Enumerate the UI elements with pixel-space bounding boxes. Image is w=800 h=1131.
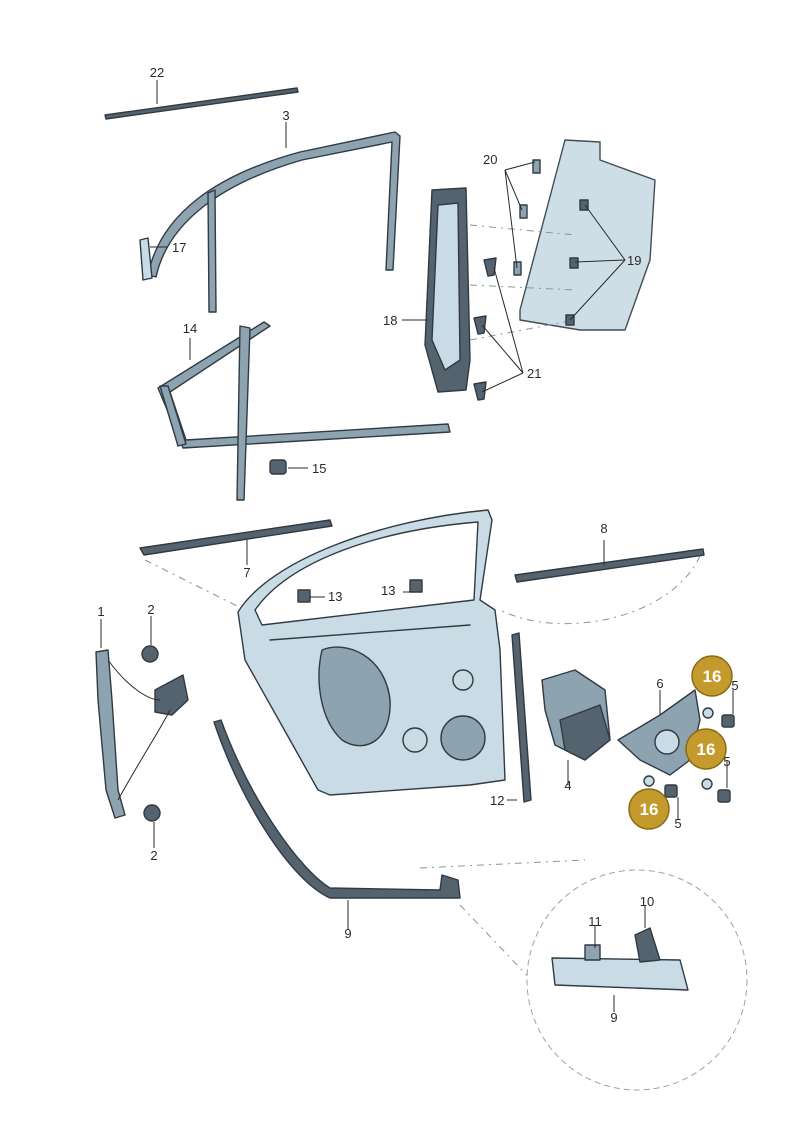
label-5-middle: 5	[723, 754, 730, 769]
label-19: 19	[627, 253, 641, 268]
part-5-bolts	[643, 707, 735, 803]
part-3-window-seal	[139, 131, 401, 313]
label-14: 14	[183, 321, 197, 336]
part-6-bracket	[617, 689, 701, 776]
label-20: 20	[483, 152, 497, 167]
detail-zoom-circle	[419, 859, 748, 1091]
label-8: 8	[600, 521, 607, 536]
part-2-nuts	[141, 645, 161, 822]
part-1-window-regulator	[95, 649, 189, 819]
badge-16-middle-text: 16	[697, 740, 716, 759]
label-13-right: 13	[381, 583, 395, 598]
label-21: 21	[527, 366, 541, 381]
label-9-detail: 9	[610, 1010, 617, 1025]
label-18: 18	[383, 313, 397, 328]
label-12: 12	[490, 793, 504, 808]
label-17: 17	[172, 240, 186, 255]
body-pillar-section	[469, 139, 656, 341]
label-2-bottom: 2	[150, 848, 157, 863]
badge-16-bottom: 16	[628, 788, 670, 830]
part-9-lower-seal	[213, 719, 461, 899]
part-15-bolt	[269, 459, 287, 475]
part-12-seal-strip	[511, 632, 532, 803]
badge-16-middle: 16	[685, 728, 727, 770]
label-22: 22	[150, 65, 164, 80]
door-shell	[237, 509, 506, 796]
label-13-left: 13	[328, 589, 342, 604]
label-4: 4	[564, 778, 571, 793]
label-1: 1	[97, 604, 104, 619]
part-21-screws	[473, 257, 497, 401]
badge-16-top-text: 16	[703, 667, 722, 686]
label-5-bottom: 5	[674, 816, 681, 831]
label-6: 6	[656, 676, 663, 691]
label-10: 10	[640, 894, 654, 909]
badge-16-bottom-text: 16	[640, 800, 659, 819]
part-7-inner-belt-strip	[139, 519, 333, 556]
part-14-window-guide	[157, 321, 451, 501]
label-2-top: 2	[147, 602, 154, 617]
label-7: 7	[243, 565, 250, 580]
badge-16-top: 16	[691, 655, 733, 697]
label-5-top: 5	[731, 678, 738, 693]
label-9-main: 9	[344, 926, 351, 941]
label-3: 3	[282, 108, 289, 123]
part-18-pillar-trim	[424, 187, 471, 393]
leader-lines	[100, 80, 734, 1012]
label-11: 11	[588, 914, 602, 929]
part-4-motor	[541, 669, 611, 761]
part-8-outer-belt-strip	[514, 548, 705, 583]
label-15: 15	[312, 461, 326, 476]
part-22-trim-strip	[104, 87, 299, 120]
